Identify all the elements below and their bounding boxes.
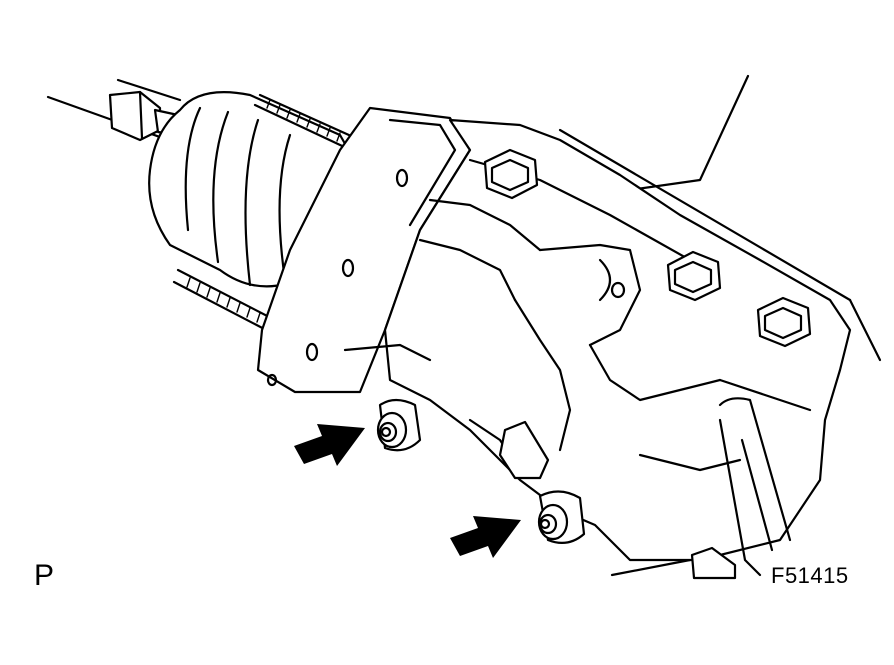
- brake-pipe: [718, 397, 792, 577]
- hex-bolt-3: [756, 296, 812, 348]
- lower-small-fittings: [498, 420, 737, 580]
- figure-code-label: F51415: [771, 563, 849, 588]
- hex-bolt-2: [666, 250, 722, 302]
- view-letter-label: P: [34, 559, 55, 592]
- arrow-lower: [450, 516, 521, 558]
- mounting-studs: [172, 93, 362, 334]
- upper-fitting-nipple: [376, 398, 422, 452]
- arrow-upper: [294, 424, 365, 466]
- lower-fitting-nipple: [537, 490, 586, 545]
- hex-bolt-1: [483, 148, 539, 200]
